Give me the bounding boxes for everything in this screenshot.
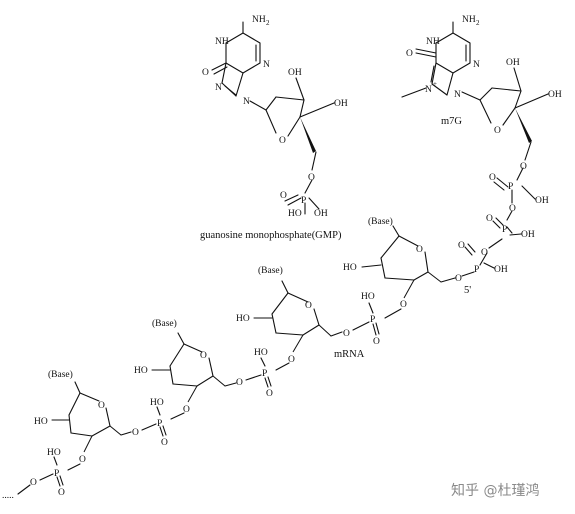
o5-2-label: O <box>343 329 350 339</box>
mrna-caption: mRNA <box>334 349 365 360</box>
gmp-n9-label: N <box>243 97 250 107</box>
gmp-o-label: O <box>202 68 209 78</box>
base-4-label: (Base) <box>48 369 73 380</box>
base-1-label: (Base) <box>368 216 393 227</box>
ho-1-label: HO <box>343 263 357 273</box>
gmp-nh2-label: NH <box>252 15 266 25</box>
m7g-n9-label: N <box>454 90 461 100</box>
gmp-n7-label: N <box>215 83 222 93</box>
p2-label: P <box>262 369 267 379</box>
m7g-oh-3-label: OH <box>548 90 562 100</box>
gmp-p-label: P <box>301 196 306 206</box>
mrna-nucleotide-4: (Base) O HO O <box>34 369 132 465</box>
m7g-ring-o-label: O <box>494 126 501 136</box>
gmp-p-oh-label: OH <box>314 209 328 219</box>
o3-3-label: O <box>183 405 190 415</box>
m7g-p2-label: P <box>502 225 507 235</box>
m7g-p3-oh-label: OH <box>494 265 508 275</box>
gmp-nh-label: NH <box>215 37 229 47</box>
ho-p3-label: HO <box>150 398 164 408</box>
mrna-nucleotide-1: (Base) O HO O <box>343 216 456 310</box>
m7g-n-plus-label: + <box>433 80 437 88</box>
gmp-oh-2-label: OH <box>288 68 302 78</box>
p2-o-label: O <box>266 389 273 399</box>
m7g-nh2-subscript: 2 <box>476 19 480 27</box>
phosphate-link-3: HO P O O <box>132 398 185 448</box>
ho-p4-label: HO <box>47 448 61 458</box>
p1-label: P <box>370 315 375 325</box>
mrna-nucleotide-2: (Base) O HO O <box>236 265 343 365</box>
ring-o-1-label: O <box>416 245 423 255</box>
p3-o-label: O <box>161 438 168 448</box>
p4-label: P <box>54 469 59 479</box>
m7g-p3-label: P <box>474 265 479 275</box>
m7g-o-link-label: O <box>455 274 462 284</box>
gmp-caption: guanosine monophosphate(GMP) <box>200 230 342 241</box>
m7g-o-bridge1-label: O <box>509 204 516 214</box>
five-prime-label: 5' <box>464 285 471 296</box>
m7g-oh-2-label: OH <box>506 58 520 68</box>
m7g-molecule: NH 2 NH O N N + N O OH OH O P O OH O P O… <box>401 15 562 284</box>
m7g-n3-label: N <box>473 60 480 70</box>
m7g-p2-oh-label: OH <box>521 230 535 240</box>
ring-o-4-label: O <box>98 401 105 411</box>
gmp-o5-label: O <box>308 173 315 183</box>
phosphate-link-2: HO P O O <box>236 348 290 399</box>
m7g-n7-label: N <box>425 85 432 95</box>
m7g-p1-o-label: O <box>489 173 496 183</box>
o5-4-label: O <box>132 428 139 438</box>
chain-continuation-dots: ..... <box>2 491 14 501</box>
o3-1-label: O <box>400 300 407 310</box>
m7g-p2-o-label: O <box>486 214 493 224</box>
gmp-p-o-label: O <box>280 191 287 201</box>
gmp-n3-label: N <box>263 60 270 70</box>
gmp-molecule: NH 2 NH O N N N O OH OH O P O HO OH <box>202 15 348 219</box>
m7g-p1-label: P <box>508 182 513 192</box>
p4-o-label: O <box>58 488 65 498</box>
m7g-o5-label: O <box>520 162 527 172</box>
phosphate-link-4: HO P O O ..... <box>2 448 81 501</box>
m7g-o-label: O <box>406 49 413 59</box>
m7g-o-bridge2-label: O <box>481 248 488 258</box>
ho-3-label: HO <box>134 366 148 376</box>
phosphate-link-1: HO P O O <box>343 292 402 347</box>
gmp-oh-3-label: OH <box>334 99 348 109</box>
ho-p2-label: HO <box>254 348 268 358</box>
p3-label: P <box>157 419 162 429</box>
ring-o-2-label: O <box>305 301 312 311</box>
mrna-nucleotide-3: (Base) O HO O <box>134 318 237 415</box>
gmp-ring-o-label: O <box>279 136 286 146</box>
watermark: 知乎 @杜瑾鸿 <box>451 482 539 499</box>
base-3-label: (Base) <box>152 318 177 329</box>
ring-o-3-label: O <box>200 351 207 361</box>
ho-2-label: HO <box>236 314 250 324</box>
ho-p1-label: HO <box>361 292 375 302</box>
base-2-label: (Base) <box>258 265 283 276</box>
m7g-p3-o-label: O <box>458 241 465 251</box>
o3-2-label: O <box>288 355 295 365</box>
ho-4-label: HO <box>34 417 48 427</box>
m7g-nh-label: NH <box>426 37 440 47</box>
gmp-nh2-subscript: 2 <box>266 19 270 27</box>
o5-5-label: O <box>30 478 37 488</box>
m7g-caption: m7G <box>441 116 462 127</box>
m7g-nh2-label: NH <box>462 15 476 25</box>
gmp-p-ho-label: HO <box>288 209 302 219</box>
p1-o-label: O <box>373 337 380 347</box>
o3-4-label: O <box>79 455 86 465</box>
o5-3-label: O <box>236 378 243 388</box>
m7g-p1-oh-label: OH <box>535 196 549 206</box>
